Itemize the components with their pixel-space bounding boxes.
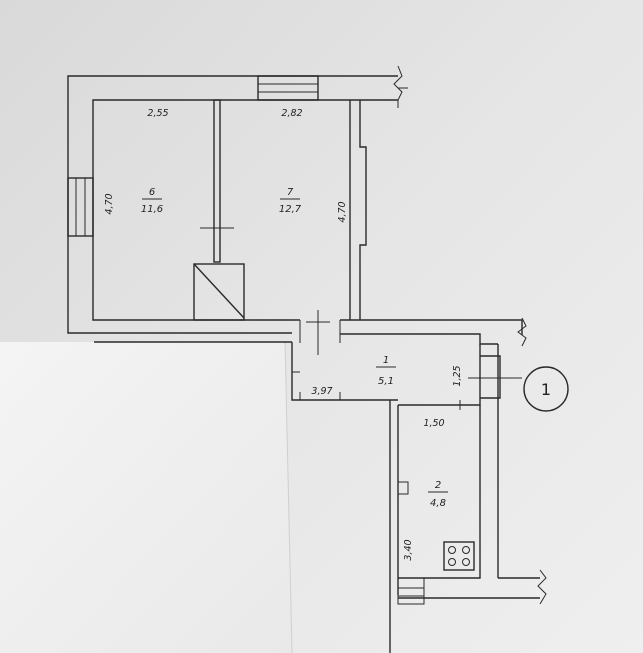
section-marker-label: 1 [541,380,551,399]
partition-6-7 [200,99,234,263]
stove-block [193,263,245,321]
dim-room1-height: 1,25 [452,365,463,386]
dim-room7-width: 2,82 [281,108,302,119]
room-7-area: 12,7 [279,204,302,215]
room-1-label: 1 5,1 [376,355,396,387]
room-2-number: 2 [435,480,441,491]
paper-sheet-bottom [0,342,292,653]
room-2-walls [389,344,547,653]
room-7-number: 7 [287,187,294,198]
gas-stove-icon [443,541,475,571]
section-marker: 1 [500,366,569,412]
room-6-label: 6 11,6 [141,187,163,215]
room-1-walls [94,333,520,410]
room-2-area: 4,8 [430,498,446,509]
room-6-area: 11,6 [141,204,163,215]
dim-room6-height: 4,70 [104,193,115,214]
dim-room1-width: 3,97 [311,386,332,397]
room-6-number: 6 [149,187,155,198]
window-top [257,75,319,101]
dim-room7-height: 4,70 [337,201,348,222]
dim-room2-width: 1,50 [423,418,444,429]
dim-room2-height: 3,40 [403,539,414,560]
room-1-number: 1 [383,355,389,366]
window-left [67,177,94,237]
room-2-label: 2 4,8 [428,480,448,509]
dim-room6-width: 2,55 [147,108,168,119]
room-1-area: 5,1 [378,376,394,387]
doorway-upper [299,310,341,355]
room-7-label: 7 12,7 [279,187,302,215]
